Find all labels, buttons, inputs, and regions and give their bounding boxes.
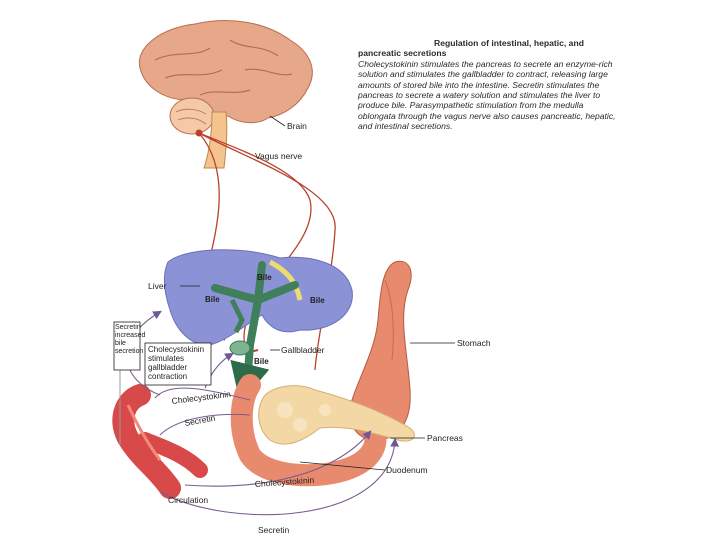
liver-label: Liver xyxy=(148,281,167,291)
bile-right-label: Bile xyxy=(310,296,325,305)
vagus-nerve-label: Vagus nerve xyxy=(255,151,302,161)
pancreas-label: Pancreas xyxy=(427,433,463,443)
caption-title-line1: Regulation of intestinal, hepatic, and xyxy=(358,38,620,48)
secretin-box-text: Secretin increased bile secretion xyxy=(115,324,141,356)
figure-caption: Regulation of intestinal, hepatic, and p… xyxy=(358,38,620,132)
circulation-label: Circulation xyxy=(168,495,208,505)
caption-body: Cholecystokinin stimulates the pancreas … xyxy=(358,59,620,132)
brain-label: Brain xyxy=(287,121,307,131)
cck-upper-label: Cholecystokinin xyxy=(171,389,232,406)
gallbladder-label: Gallbladder xyxy=(281,345,325,355)
caption-title-line2: pancreatic secretions xyxy=(358,48,620,58)
bile-bottom-label: Bile xyxy=(254,357,269,366)
secretin-lower-label: Secretin xyxy=(258,525,289,535)
bile-top-label: Bile xyxy=(257,273,272,282)
bile-left-label: Bile xyxy=(205,295,220,304)
duodenum-label: Duodenum xyxy=(386,465,428,475)
stomach-label: Stomach xyxy=(457,338,491,348)
gallbladder-illustration xyxy=(230,341,250,355)
circulation-vessels xyxy=(123,395,200,488)
secretin-upper-label: Secretin xyxy=(184,413,217,428)
cck-box-text: Cholecystokinin stimulates gallbladder c… xyxy=(148,345,210,381)
